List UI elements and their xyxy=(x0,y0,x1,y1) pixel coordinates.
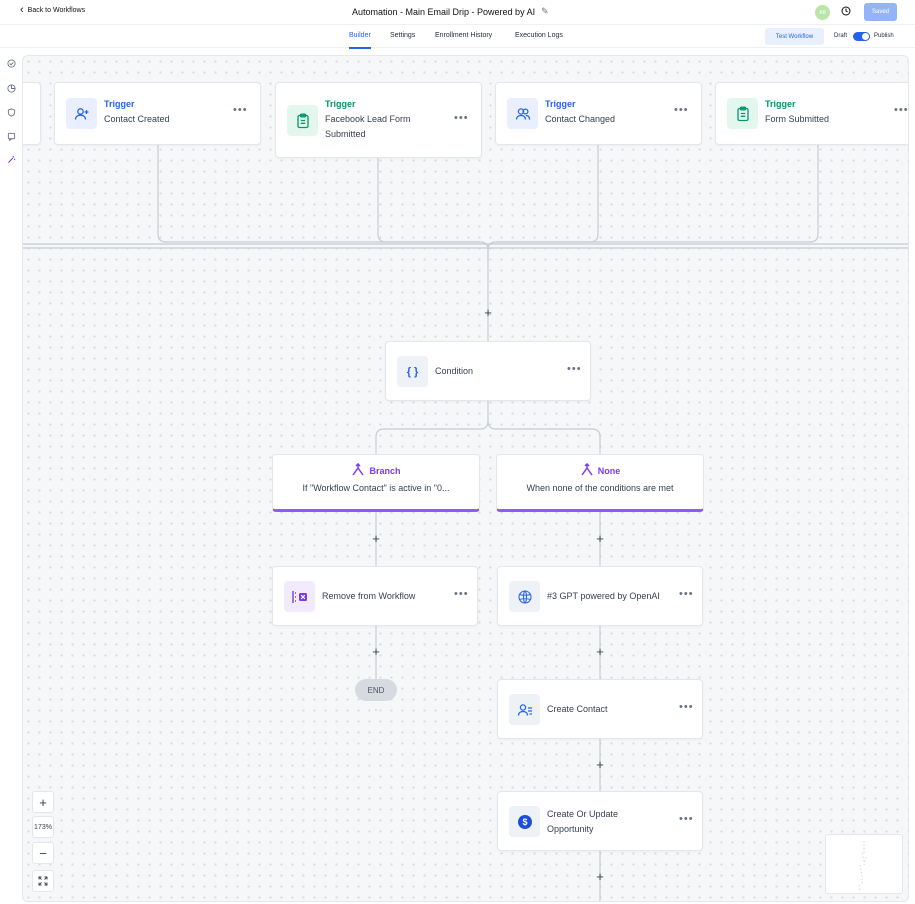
magic-wand-icon[interactable] xyxy=(6,154,16,164)
braces-icon: { } xyxy=(397,356,428,387)
back-to-workflows-link[interactable]: ‹ Back to Workflows xyxy=(20,4,86,16)
branch-fork-icon xyxy=(351,462,365,478)
branch-text: When none of the conditions are met xyxy=(526,483,674,493)
action-label: Create Contact xyxy=(547,704,608,714)
workflow-canvas[interactable]: Trigger Contact Created ••• Trigger Face… xyxy=(22,55,909,902)
fit-view-button[interactable] xyxy=(32,870,54,892)
connector-lines xyxy=(23,145,908,901)
action-card-gpt-openai[interactable]: #3 GPT powered by OpenAI ••• xyxy=(497,566,703,626)
side-rail xyxy=(0,48,22,904)
avatar[interactable]: AB xyxy=(815,5,830,20)
more-options-icon[interactable]: ••• xyxy=(233,104,248,116)
zoom-in-button[interactable]: + xyxy=(32,791,54,813)
pencil-icon[interactable]: ✎ xyxy=(541,6,549,16)
pie-chart-icon[interactable] xyxy=(6,83,16,93)
trigger-kicker: Trigger xyxy=(104,99,135,109)
action-label: Create Or Update Opportunity xyxy=(547,809,619,834)
trigger-card-contact-changed[interactable]: Trigger Contact Changed ••• xyxy=(495,82,702,145)
tabs-bar: Builder Settings Enrollment History Exec… xyxy=(0,24,915,49)
branch-fork-icon xyxy=(580,462,594,478)
remove-from-workflow-icon xyxy=(284,581,315,612)
trigger-text: Facebook Lead Form Submitted xyxy=(325,114,411,139)
trigger-text: Contact Changed xyxy=(545,114,616,124)
more-options-icon[interactable]: ••• xyxy=(894,104,909,116)
action-card-create-contact[interactable]: Create Contact ••• xyxy=(497,679,703,739)
more-options-icon[interactable]: ••• xyxy=(679,588,694,600)
user-plus-icon xyxy=(66,98,97,129)
more-options-icon[interactable]: ••• xyxy=(679,813,694,825)
add-step-plus-icon[interactable]: + xyxy=(372,531,380,546)
add-step-plus-icon[interactable]: + xyxy=(372,644,380,659)
branch-title: Branch xyxy=(369,465,401,476)
publish-toggle[interactable] xyxy=(853,32,870,41)
saved-button[interactable]: Saved xyxy=(864,3,897,21)
expand-icon xyxy=(38,876,48,886)
trigger-kicker: Trigger xyxy=(765,99,796,109)
message-icon[interactable] xyxy=(6,131,16,141)
more-options-icon[interactable]: ••• xyxy=(454,588,469,600)
svg-text:$: $ xyxy=(522,817,527,827)
trigger-text: Contact Created xyxy=(104,114,170,124)
add-step-plus-icon[interactable]: + xyxy=(596,757,604,772)
minimap-preview xyxy=(858,841,867,892)
trigger-card-partial[interactable] xyxy=(23,82,41,145)
tab-settings[interactable]: Settings xyxy=(390,32,416,39)
more-options-icon[interactable]: ••• xyxy=(679,701,694,713)
back-label: Back to Workflows xyxy=(27,6,86,14)
action-label: Remove from Workflow xyxy=(322,591,416,601)
trigger-card-form-submitted[interactable]: Trigger Form Submitted ••• xyxy=(715,82,909,145)
action-label: #3 GPT powered by OpenAI xyxy=(547,591,660,601)
clipboard-icon xyxy=(287,105,318,136)
action-card-remove-from-workflow[interactable]: Remove from Workflow ••• xyxy=(272,566,478,626)
more-options-icon[interactable]: ••• xyxy=(674,104,689,116)
chevron-left-icon: ‹ xyxy=(20,4,24,16)
condition-label: Condition xyxy=(435,366,474,376)
zoom-out-button[interactable]: − xyxy=(32,842,54,864)
users-icon xyxy=(507,98,538,129)
tab-builder[interactable]: Builder xyxy=(349,32,371,49)
trigger-card-contact-created[interactable]: Trigger Contact Created ••• xyxy=(54,82,261,145)
more-options-icon[interactable]: ••• xyxy=(454,112,469,124)
tab-execution-logs[interactable]: Execution Logs xyxy=(515,32,563,39)
branch-text: If "Workflow Contact" is active in "0... xyxy=(302,483,450,493)
check-circle-icon[interactable] xyxy=(6,58,16,68)
tab-enrollment-history[interactable]: Enrollment History xyxy=(435,32,493,39)
condition-card[interactable]: { } Condition ••• xyxy=(385,341,591,401)
workflow-title[interactable]: Automation - Main Email Drip - Powered b… xyxy=(352,6,549,17)
top-bar: ‹ Back to Workflows Automation - Main Em… xyxy=(0,0,915,24)
end-node: END xyxy=(355,679,397,701)
branch-card-none[interactable]: None When none of the conditions are met xyxy=(496,454,704,512)
add-step-plus-icon[interactable]: + xyxy=(596,644,604,659)
branch-card-if[interactable]: Branch If "Workflow Contact" is active i… xyxy=(272,454,480,512)
workflow-title-text: Automation - Main Email Drip - Powered b… xyxy=(352,6,536,17)
user-list-icon xyxy=(509,694,540,725)
trigger-card-facebook-lead-form[interactable]: Trigger Facebook Lead Form Submitted ••• xyxy=(275,82,482,158)
history-clock-icon[interactable] xyxy=(841,6,851,19)
trigger-kicker: Trigger xyxy=(325,99,356,109)
more-options-icon[interactable]: ••• xyxy=(567,363,582,375)
shield-icon[interactable] xyxy=(6,107,16,117)
publish-label: Publish xyxy=(874,33,894,39)
add-step-plus-icon[interactable]: + xyxy=(484,305,492,320)
draft-label: Draft xyxy=(834,33,848,39)
branch-title: None xyxy=(597,465,621,476)
clipboard-icon xyxy=(727,98,758,129)
zoom-level: 173% xyxy=(32,816,54,838)
add-step-plus-icon[interactable]: + xyxy=(596,869,604,884)
openai-icon xyxy=(509,581,540,612)
dollar-icon: $ xyxy=(509,806,540,837)
action-card-create-or-update-opportunity[interactable]: $ Create Or Update Opportunity ••• xyxy=(497,791,703,851)
minimap[interactable] xyxy=(825,834,903,894)
add-step-plus-icon[interactable]: + xyxy=(596,531,604,546)
trigger-text: Form Submitted xyxy=(765,114,830,124)
trigger-kicker: Trigger xyxy=(545,99,576,109)
test-workflow-button[interactable]: Test Workflow xyxy=(765,28,824,45)
